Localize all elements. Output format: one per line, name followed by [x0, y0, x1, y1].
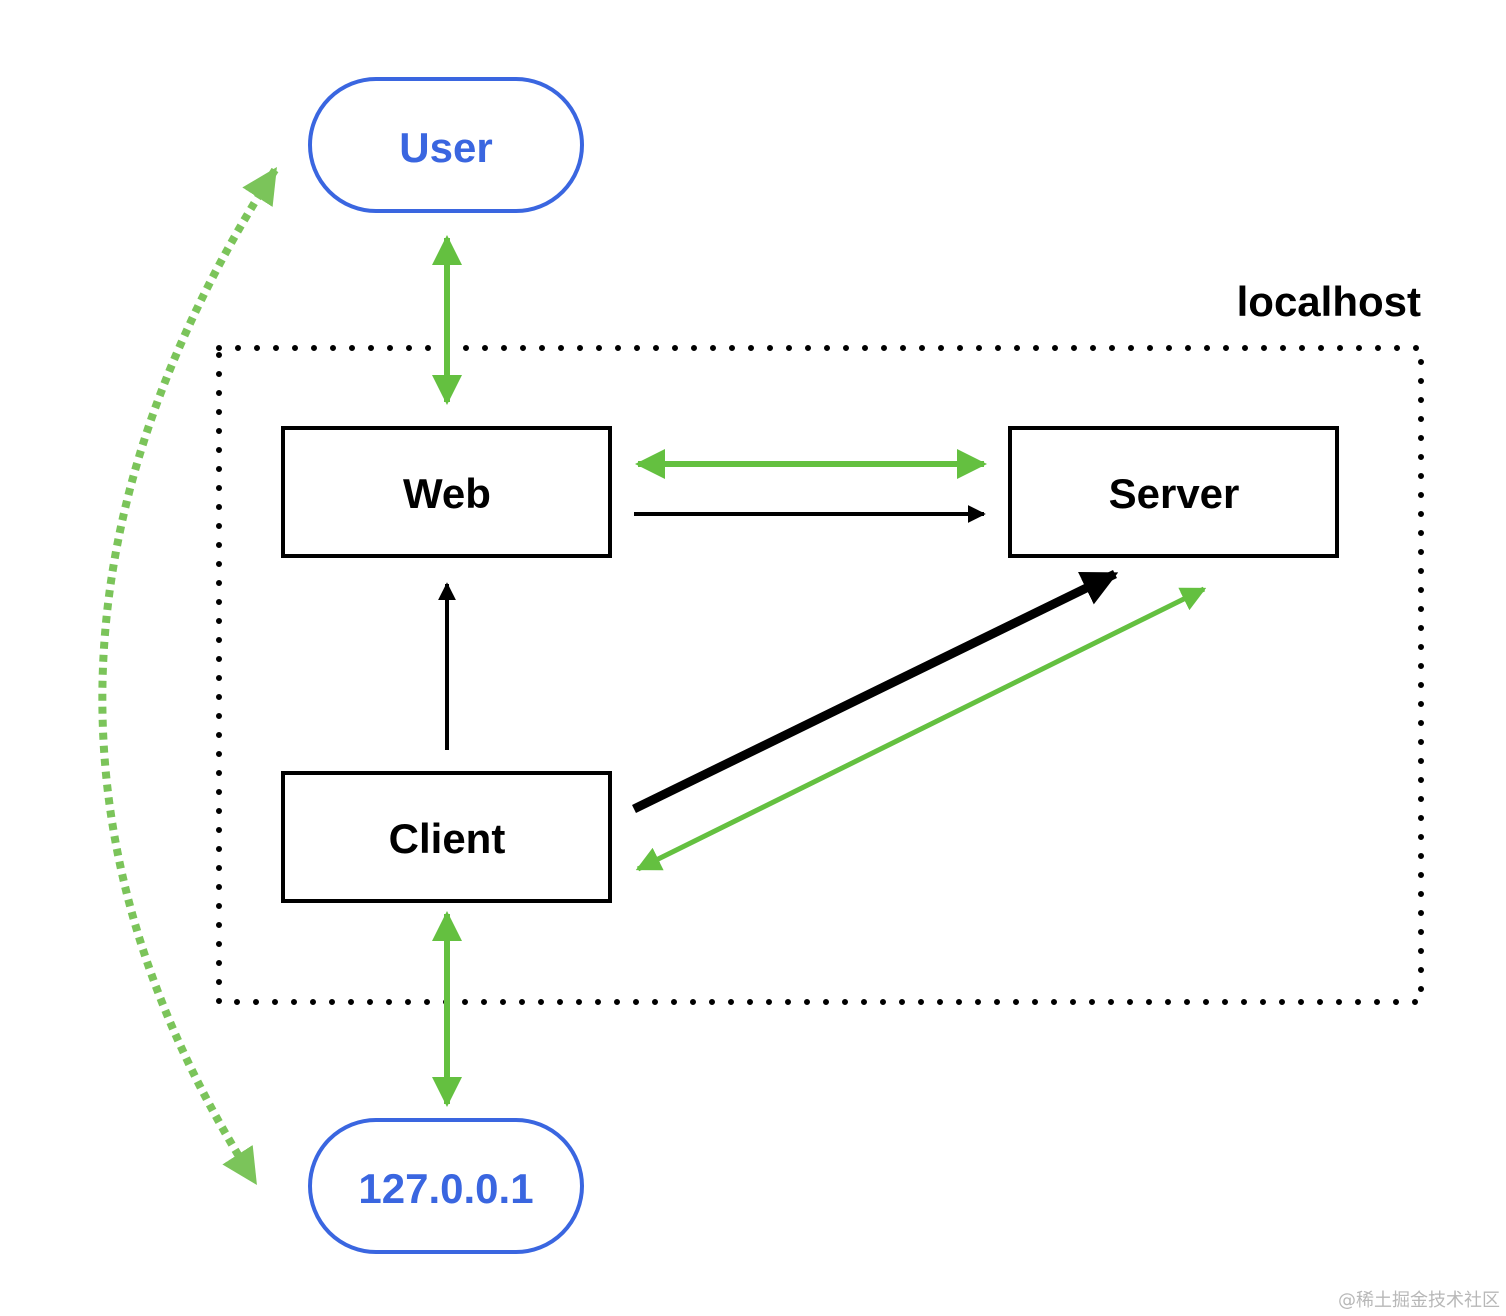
watermark-text: @稀土掘金技术社区 — [1338, 1290, 1500, 1311]
web-label: Web — [403, 470, 491, 517]
client-node — [281, 771, 612, 903]
client-server-black-arrow — [632, 569, 1119, 814]
user-label: User — [399, 124, 492, 171]
server-label: Server — [1109, 470, 1240, 517]
loopback-label: 127.0.0.1 — [358, 1165, 533, 1212]
server-node — [1008, 426, 1339, 558]
loopback-node — [308, 1118, 584, 1254]
user-loopback-dotted-arc — [98, 166, 279, 1186]
client-label: Client — [389, 815, 506, 862]
localhost-group-border — [216, 345, 1424, 1005]
web-node — [281, 426, 612, 558]
client-server-green-arrow — [635, 586, 1207, 872]
localhost-label: localhost — [1237, 278, 1421, 325]
user-node — [308, 77, 584, 213]
